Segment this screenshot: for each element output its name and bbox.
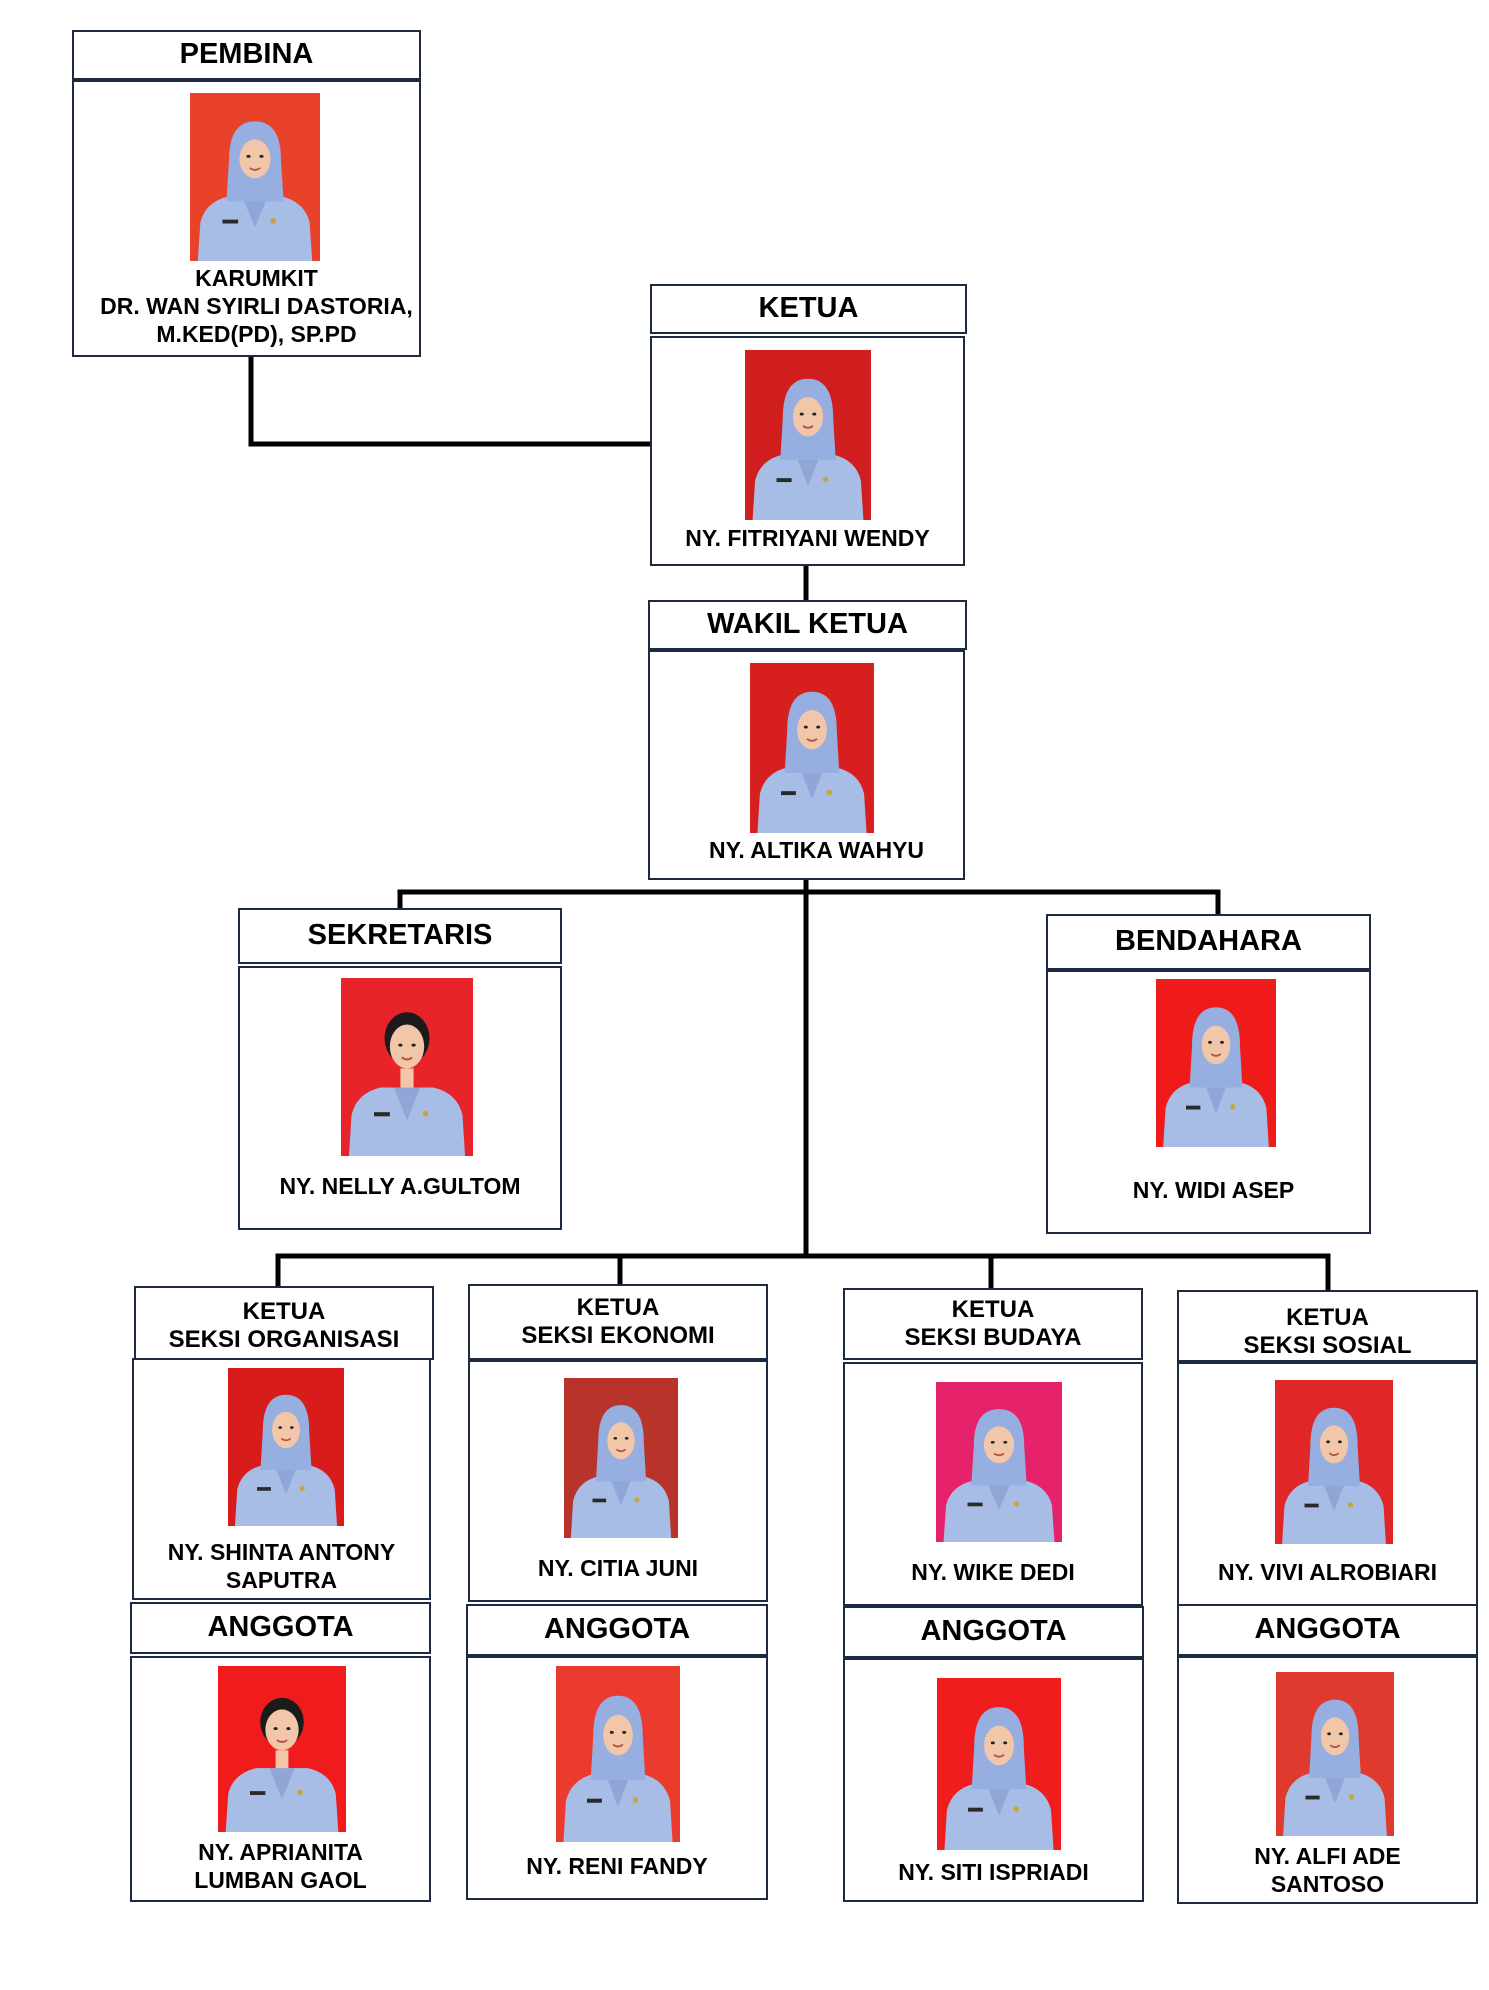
seksi-organisasi-name: NY. SHINTA ANTONY SAPUTRA (167, 1539, 396, 1593)
portrait-image (564, 1378, 678, 1538)
pembina-name: KARUMKIT DR. WAN SYIRLI DASTORIA, M.KED(… (100, 265, 413, 347)
seksi-ekonomi-photo (564, 1378, 678, 1538)
anggota-budaya-name: NY. SITI ISPRIADI (898, 1859, 1089, 1885)
anggota-ekonomi-title: ANGGOTA (466, 1604, 768, 1656)
seksi-organisasi-card: NY. SHINTA ANTONY SAPUTRA (132, 1358, 431, 1600)
seksi-sosial-name: NY. VIVI ALROBIARI (1218, 1559, 1437, 1585)
ketua-card: NY. FITRIYANI WENDY (650, 336, 965, 566)
seksi-ekonomi-title: KETUA SEKSI EKONOMI (468, 1284, 768, 1360)
seksi-organisasi-title: KETUA SEKSI ORGANISASI (134, 1286, 434, 1360)
anggota-organisasi-title: ANGGOTA (130, 1602, 431, 1654)
pembina-card: KARUMKIT DR. WAN SYIRLI DASTORIA, M.KED(… (72, 80, 421, 357)
seksi-sosial-card: NY. VIVI ALROBIARI (1177, 1362, 1478, 1606)
anggota-budaya-title: ANGGOTA (843, 1606, 1144, 1658)
ketua-name: NY. FITRIYANI WENDY (685, 525, 930, 551)
anggota-sosial-title: ANGGOTA (1177, 1604, 1478, 1656)
ketua-photo (745, 350, 871, 520)
anggota-budaya-photo (937, 1678, 1061, 1850)
portrait-image (1275, 1380, 1393, 1544)
portrait-image (190, 93, 320, 261)
anggota-ekonomi-photo (556, 1666, 680, 1842)
anggota-ekonomi-name: NY. RENI FANDY (526, 1853, 708, 1879)
bendahara-name: NY. WIDI ASEP (1132, 1177, 1295, 1203)
portrait-image (341, 978, 473, 1156)
seksi-budaya-photo (936, 1382, 1062, 1542)
wakil-ketua-name: NY. ALTIKA WAHYU (708, 837, 925, 863)
seksi-organisasi-photo (228, 1368, 344, 1526)
anggota-organisasi-card: NY. APRIANITA LUMBAN GAOL (130, 1656, 431, 1902)
portrait-image (1276, 1672, 1394, 1836)
sekretaris-title: SEKRETARIS (238, 908, 562, 964)
pembina-photo (190, 93, 320, 261)
seksi-budaya-card: NY. WIKE DEDI (843, 1362, 1143, 1606)
anggota-organisasi-photo (218, 1666, 346, 1832)
portrait-image (556, 1666, 680, 1842)
seksi-sosial-title: KETUA SEKSI SOSIAL (1177, 1290, 1478, 1362)
sekretaris-photo (341, 978, 473, 1156)
anggota-sosial-name: NY. ALFI ADE SANTOSO (1254, 1843, 1401, 1897)
portrait-image (750, 663, 874, 833)
portrait-image (218, 1666, 346, 1832)
ketua-title: KETUA (650, 284, 967, 334)
anggota-sosial-photo (1276, 1672, 1394, 1836)
sekretaris-card: NY. NELLY A.GULTOM (238, 966, 562, 1230)
wakil-ketua-title: WAKIL KETUA (648, 600, 967, 650)
anggota-ekonomi-card: NY. RENI FANDY (466, 1656, 768, 1900)
bendahara-title: BENDAHARA (1046, 914, 1371, 970)
seksi-budaya-name: NY. WIKE DEDI (911, 1559, 1075, 1585)
sekretaris-name: NY. NELLY A.GULTOM (279, 1173, 521, 1199)
portrait-image (936, 1382, 1062, 1542)
connector-pembina-ketua (248, 354, 655, 447)
connector-sek-bend (397, 889, 1221, 915)
pembina-title: PEMBINA (72, 30, 421, 80)
seksi-ekonomi-name: NY. CITIA JUNI (537, 1555, 699, 1581)
bendahara-card: NY. WIDI ASEP (1046, 970, 1371, 1234)
portrait-image (937, 1678, 1061, 1850)
portrait-image (228, 1368, 344, 1526)
anggota-budaya-card: NY. SITI ISPRIADI (843, 1658, 1144, 1902)
anggota-organisasi-name: NY. APRIANITA LUMBAN GAOL (194, 1839, 367, 1893)
portrait-image (745, 350, 871, 520)
seksi-sosial-photo (1275, 1380, 1393, 1544)
wakil-ketua-card: NY. ALTIKA WAHYU (648, 650, 965, 880)
bendahara-photo (1156, 979, 1276, 1147)
seksi-budaya-title: KETUA SEKSI BUDAYA (843, 1288, 1143, 1360)
portrait-image (1156, 979, 1276, 1147)
anggota-sosial-card: NY. ALFI ADE SANTOSO (1177, 1656, 1478, 1904)
seksi-ekonomi-card: NY. CITIA JUNI (468, 1360, 768, 1602)
wakil-ketua-photo (750, 663, 874, 833)
